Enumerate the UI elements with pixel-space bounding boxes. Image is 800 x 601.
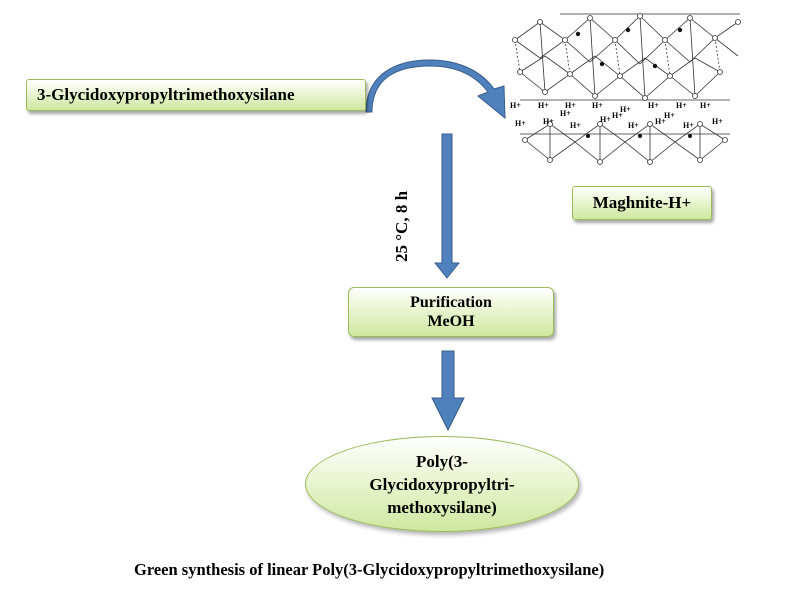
- down-arrow-reaction: [433, 133, 461, 279]
- down-arrow-purification: [431, 350, 465, 432]
- catalyst-box: Maghnite-H+: [572, 186, 712, 220]
- proton-label: H+: [628, 121, 639, 130]
- proton-label: H+: [538, 101, 549, 110]
- proton-label: H+: [565, 101, 576, 110]
- product-ellipse: Poly(3- Glycidoxypropyltri- methoxysilan…: [305, 436, 579, 532]
- reactant-box: 3-Glycidoxypropyltrimethoxysilane: [26, 79, 366, 111]
- purification-solvent: MeOH: [427, 313, 475, 330]
- proton-label: H+: [543, 117, 554, 126]
- proton-label: H+: [592, 101, 603, 110]
- proton-label: H+: [570, 121, 581, 130]
- proton-label: H+: [655, 117, 666, 126]
- proton-label: H+: [612, 111, 623, 120]
- proton-label: H+: [620, 105, 631, 114]
- product-line-2: Glycidoxypropyltri-: [369, 474, 515, 494]
- reaction-conditions-label: 25 °C, 8 h: [392, 190, 411, 262]
- purification-box: Purification MeOH: [348, 287, 554, 337]
- proton-label: H+: [664, 111, 675, 120]
- proton-label: H+: [510, 101, 521, 110]
- proton-label: H+: [683, 121, 694, 130]
- product-line-1: Poly(3-: [416, 451, 468, 471]
- proton-label: H+: [712, 117, 723, 126]
- proton-label: H+: [515, 119, 526, 128]
- purification-title: Purification: [410, 294, 492, 311]
- catalyst-label: Maghnite-H+: [592, 193, 692, 212]
- proton-label: H+: [648, 101, 659, 110]
- curved-arrow: [365, 59, 506, 120]
- product-line-3: methoxysilane): [387, 497, 497, 517]
- reactant-label: 3-Glycidoxypropyltrimethoxysilane: [37, 85, 295, 104]
- proton-label: H+: [700, 101, 711, 110]
- proton-label: H+: [676, 101, 687, 110]
- proton-label: H+: [600, 115, 611, 124]
- figure-caption: Green synthesis of linear Poly(3-Glycido…: [134, 560, 605, 579]
- proton-label: H+: [560, 109, 571, 118]
